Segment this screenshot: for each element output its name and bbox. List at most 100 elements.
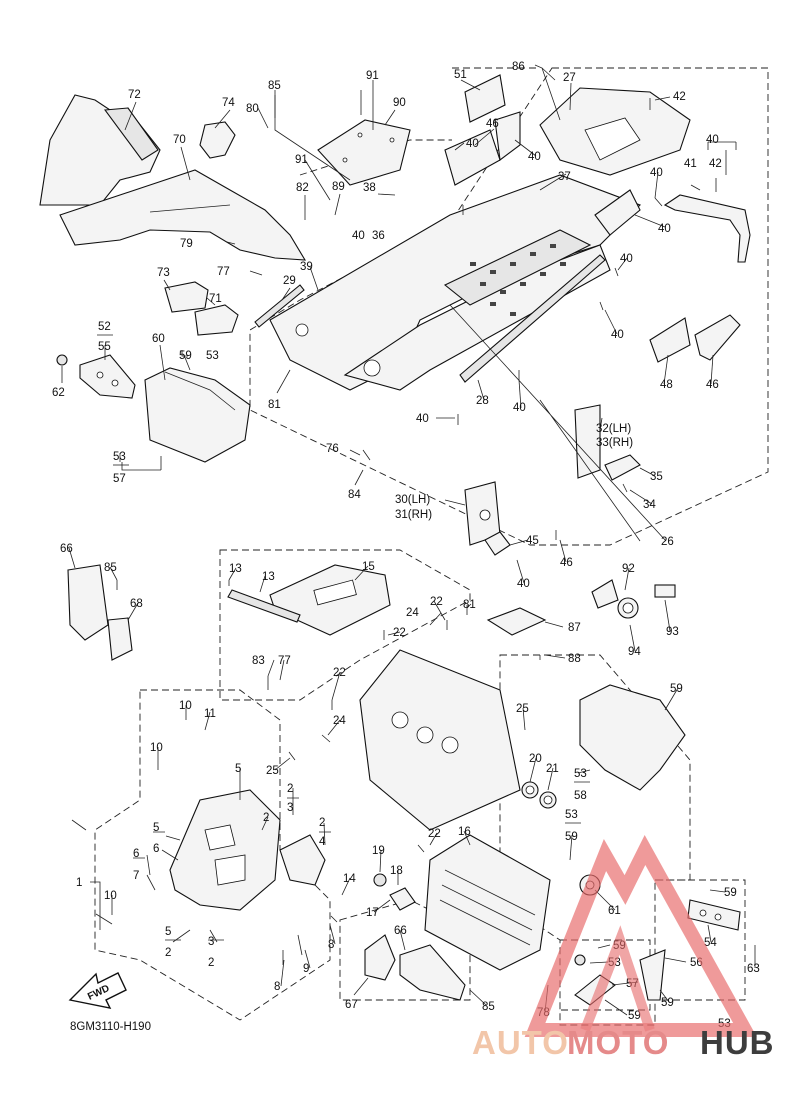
label-24b: 25 xyxy=(516,703,529,715)
part-55-plate xyxy=(687,899,741,931)
part-66-grommet xyxy=(56,354,68,366)
label-47: 45 xyxy=(526,535,539,547)
label-91a: 91 xyxy=(366,70,379,82)
label-2c: 2 xyxy=(319,817,325,829)
label-63: 59 xyxy=(670,683,683,695)
main-chassis-tunnel xyxy=(269,174,641,391)
label-65: 61 xyxy=(608,905,621,917)
part-43-pipe xyxy=(663,194,751,263)
label-14: 15 xyxy=(362,561,375,573)
part-12-bar xyxy=(227,589,301,623)
part-14-plate xyxy=(269,564,391,636)
label-10c: 10 xyxy=(104,890,117,902)
label-66a: 62 xyxy=(52,387,65,399)
part-90-plate xyxy=(317,119,411,186)
label-83: 83 xyxy=(252,655,265,667)
label-84: 84 xyxy=(348,489,361,501)
part-23-frame xyxy=(359,649,521,831)
part-50-42-braces xyxy=(444,111,521,186)
label-76a: 76 xyxy=(326,443,339,455)
label-37: 37 xyxy=(558,171,571,183)
part-32-33-bracket xyxy=(574,404,601,479)
label-51: 48 xyxy=(660,379,673,391)
label-5c: 6 xyxy=(133,848,139,860)
label-33: 33(RH) xyxy=(596,437,633,449)
label-74: 73 xyxy=(157,267,170,279)
label-53e: 53 xyxy=(565,809,578,821)
part-52-plate xyxy=(464,74,506,123)
label-79: 81 xyxy=(268,399,281,411)
label-21: 22 xyxy=(430,596,443,608)
label-18: 19 xyxy=(372,845,385,857)
part-15-heat-exchanger xyxy=(424,834,551,971)
label-46: 42 xyxy=(673,91,686,103)
label-22b: 22 xyxy=(333,667,346,679)
label-31: 31(RH) xyxy=(395,509,432,521)
label-59b: 58 xyxy=(574,790,587,802)
label-8b: 8 xyxy=(274,981,280,993)
label-56: 55 xyxy=(98,341,111,353)
label-3a: 3 xyxy=(287,802,293,814)
part-63-bumper xyxy=(579,684,686,791)
part-71-upper-frame xyxy=(59,169,307,261)
label-26: 26 xyxy=(661,536,674,548)
part-64-bumper xyxy=(144,367,251,463)
label-10a: 10 xyxy=(179,700,192,712)
label-76b: 77 xyxy=(278,655,291,667)
label-43: 40 xyxy=(706,134,719,146)
label-19: 20 xyxy=(529,753,542,765)
label-29: 29 xyxy=(283,275,296,287)
part-41-brace xyxy=(594,189,641,236)
label-53c: 53 xyxy=(113,451,126,463)
watermark-logo xyxy=(524,834,757,1037)
fwd-arrow: FWD xyxy=(68,972,127,1009)
label-82: 82 xyxy=(296,182,309,194)
label-50: 46 xyxy=(486,118,499,130)
label-28: 28 xyxy=(476,395,489,407)
label-30: 30(LH) xyxy=(395,494,430,506)
part-73-front-cowl xyxy=(39,94,161,206)
label-6: 6 xyxy=(153,843,159,855)
label-34: 34 xyxy=(643,499,656,511)
part-29-rail xyxy=(254,284,305,328)
label-11: 11 xyxy=(204,708,216,720)
label-40g: 40 xyxy=(416,413,429,425)
label-90: 90 xyxy=(393,97,406,109)
label-85b: 85 xyxy=(104,562,117,574)
label-40a: 40 xyxy=(352,230,365,242)
label-59a: 57 xyxy=(113,473,126,485)
label-39: 39 xyxy=(300,261,313,273)
watermark-hub: HUB xyxy=(700,1024,775,1061)
part-75-bracket xyxy=(199,121,236,159)
label-70: 68 xyxy=(130,598,143,610)
label-35: 35 xyxy=(650,471,663,483)
label-17: 18 xyxy=(390,865,403,877)
part-49-51-plates xyxy=(649,314,741,363)
label-94: 94 xyxy=(628,646,641,658)
label-93: 93 xyxy=(666,626,679,638)
leader-lines xyxy=(61,64,756,1016)
label-13b: 14 xyxy=(343,873,356,885)
label-71: 70 xyxy=(173,134,186,146)
label-73: 72 xyxy=(128,89,141,101)
label-38: 38 xyxy=(363,182,376,194)
part-35-clip xyxy=(604,454,641,481)
part-28-rail xyxy=(459,254,606,383)
label-62: 59 xyxy=(179,350,192,362)
label-1: 1 xyxy=(76,877,82,889)
label-20: 21 xyxy=(546,763,559,775)
label-9: 9 xyxy=(303,963,309,975)
label-5b: 5 xyxy=(153,822,159,834)
label-40b: 40 xyxy=(466,138,479,150)
watermark-auto: AUTO xyxy=(472,1024,569,1061)
part-1-front-subframe xyxy=(169,789,281,911)
label-23: 24 xyxy=(406,607,419,619)
label-88: 88 xyxy=(568,653,581,665)
label-4b: 5 xyxy=(165,926,171,938)
part-92-94-93 xyxy=(591,579,676,619)
diagram-code: 8GM3110-H190 xyxy=(70,1021,151,1033)
label-16: 17 xyxy=(366,907,379,919)
label-85c: 85 xyxy=(482,1001,495,1013)
label-2d: 2 xyxy=(165,947,171,959)
